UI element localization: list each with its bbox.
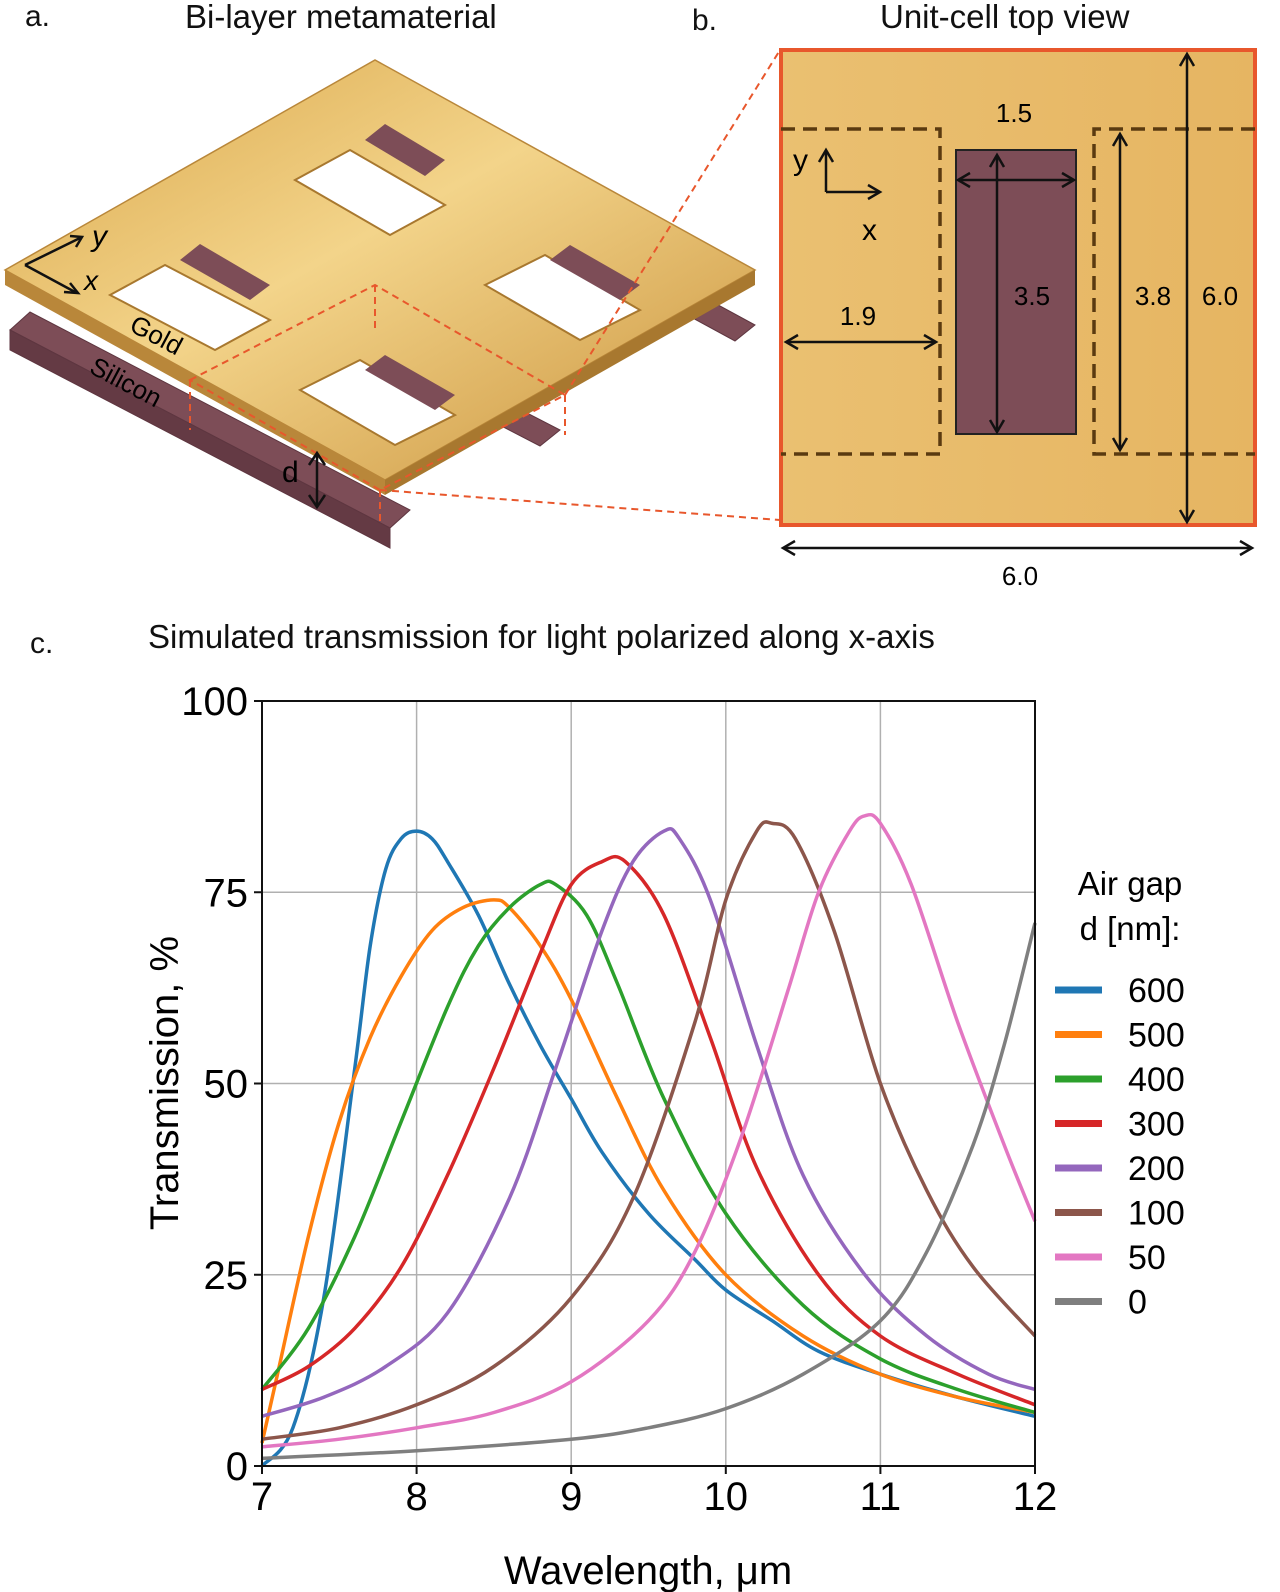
- axes-gizmo-a: [24, 234, 85, 295]
- dim-width-inner: 1.5: [996, 98, 1032, 128]
- panel-b: 1.5 3.5 1.9 3.8 6.0 6.0 y x: [779, 48, 1257, 591]
- legend-label-100: 100: [1128, 1195, 1185, 1233]
- gap-arrow: [307, 450, 327, 510]
- legend-label-200: 200: [1128, 1150, 1185, 1188]
- silicon-through-hole: [365, 124, 445, 176]
- panel-a: y x Gold Silicon d: [3, 49, 781, 549]
- x-tick-label: 8: [405, 1475, 427, 1519]
- x-tick-label: 11: [860, 1475, 902, 1519]
- y-tick-label: 100: [181, 680, 248, 724]
- panel-a-letter: a.: [25, 0, 51, 33]
- y-tick-label: 75: [204, 871, 249, 915]
- legend-label-300: 300: [1128, 1106, 1185, 1144]
- slot-outlines: [781, 127, 1255, 456]
- silicon-through-hole: [365, 355, 455, 410]
- series-line-50: [261, 812, 1037, 1449]
- x-tick-label: 12: [1013, 1475, 1058, 1519]
- gold-plate-edge: [5, 270, 385, 495]
- y-axis-label: Transmission, %: [143, 936, 187, 1230]
- x-tick-label: 7: [251, 1475, 273, 1519]
- silicon-through-hole: [550, 245, 640, 300]
- legend-label-0: 0: [1128, 1284, 1147, 1322]
- gold-hole: [482, 253, 643, 342]
- legend-title-line1: Air gap: [1078, 865, 1183, 902]
- x-tick-label: 9: [560, 1475, 582, 1519]
- gap-d-label: d: [282, 456, 299, 489]
- y-tick-labels: 0 25 50 75 100: [181, 680, 248, 1489]
- plot-frame: [261, 700, 1036, 1467]
- silicon-bar-side: [9, 329, 391, 549]
- gold-hole: [107, 263, 273, 352]
- silicon-through-hole: [180, 244, 270, 300]
- legend-label-500: 500: [1128, 1017, 1185, 1055]
- series-line-0: [261, 922, 1037, 1461]
- series-line-200: [261, 827, 1036, 1418]
- x-tick-label: 10: [704, 1475, 749, 1519]
- y-tick-label: 25: [204, 1254, 249, 1298]
- gold-plate-edge-right: [385, 270, 755, 495]
- dim-cell-height: 6.0: [1202, 281, 1238, 311]
- axis-y-label-a: y: [90, 220, 109, 253]
- legend-title-line2: d [nm]:: [1080, 910, 1181, 947]
- legend-label-600: 600: [1128, 972, 1185, 1010]
- silicon-bar-top-view: [955, 149, 1077, 435]
- transmission-chart: 7 8 9 10 11 12 0 25 50 75 100 Wavelength, μm Tran…: [143, 680, 1185, 1592]
- legend-label-50: 50: [1128, 1239, 1166, 1277]
- gold-layer: [3, 59, 757, 495]
- panel-c-letter: c.: [30, 627, 54, 660]
- y-tick-label: 0: [226, 1445, 248, 1489]
- x-axis-label: Wavelength, μm: [504, 1549, 792, 1592]
- panel-b-letter: b.: [692, 4, 718, 37]
- x-tick-labels: 7 8 9 10 11 12: [251, 1475, 1057, 1519]
- panel-b-title: Unit-cell top view: [880, 0, 1130, 35]
- gold-hole: [292, 148, 448, 237]
- gold-hole: [297, 358, 458, 447]
- panel-a-title: Bi-layer metamaterial: [185, 0, 497, 35]
- dim-slot: 3.8: [1135, 281, 1171, 311]
- series-line-100: [261, 820, 1037, 1441]
- chart-lines: [260, 812, 1037, 1468]
- panel-c-title: Simulated transmission for light polariz…: [148, 618, 935, 655]
- series-line-300: [261, 854, 1036, 1407]
- axis-x-label-b: x: [862, 214, 877, 247]
- series-line-600: [260, 829, 1036, 1468]
- dimension-arrows: [780, 51, 1255, 557]
- dim-gap: 1.9: [840, 301, 876, 331]
- y-tick-label: 50: [204, 1063, 249, 1107]
- axis-y-label-b: y: [793, 144, 808, 177]
- dim-cell-width: 6.0: [1002, 561, 1038, 591]
- series-line-400: [260, 879, 1036, 1415]
- legend-label-400: 400: [1128, 1061, 1185, 1099]
- dim-length-inner: 3.5: [1014, 281, 1050, 311]
- series-line-500: [260, 898, 1036, 1444]
- axis-x-label-a: x: [82, 265, 99, 296]
